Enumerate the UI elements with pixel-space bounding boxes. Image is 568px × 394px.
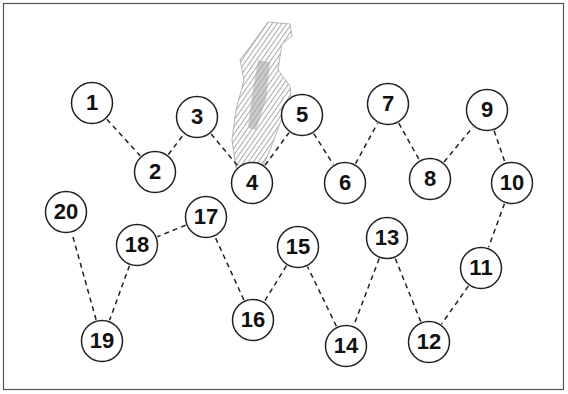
dot-number: 18 — [125, 234, 149, 256]
circle-shape — [232, 163, 273, 204]
number-circle: 2 — [133, 150, 177, 194]
dashed-connector — [308, 267, 337, 326]
dashed-connector — [215, 237, 244, 300]
dot-number: 15 — [286, 236, 310, 258]
number-circle: 4 — [230, 161, 274, 205]
number-circle: 15 — [276, 225, 320, 269]
number-circle: 7 — [366, 82, 410, 126]
number-circle: 19 — [80, 319, 124, 363]
dashed-connector — [72, 233, 96, 320]
number-circle: 17 — [184, 195, 228, 239]
dot-number: 8 — [424, 168, 436, 190]
circle-shape — [282, 95, 323, 136]
circle-shape — [368, 84, 409, 125]
dot-number: 16 — [241, 309, 265, 331]
circle-shape — [410, 159, 451, 200]
number-circle: 14 — [324, 324, 368, 368]
circle-shape — [82, 321, 123, 362]
number-circle: 18 — [115, 223, 159, 267]
dashed-connector — [444, 127, 473, 162]
dot-number: 9 — [481, 99, 493, 121]
dashed-connector — [399, 123, 420, 160]
dot-number: 6 — [339, 172, 351, 194]
dashed-connector — [354, 259, 379, 326]
circle-shape — [135, 152, 176, 193]
dashed-connector — [211, 134, 238, 166]
number-circle: 12 — [407, 320, 451, 364]
sketch-illustration — [232, 22, 292, 168]
circle-shape — [409, 322, 450, 363]
dot-number: 2 — [149, 161, 161, 183]
number-circle: 11 — [459, 246, 503, 290]
dot-number: 13 — [375, 227, 399, 249]
number-circle: 6 — [323, 161, 367, 205]
number-circle: 13 — [365, 216, 409, 260]
dot-number: 19 — [90, 330, 114, 352]
dashed-connector — [314, 134, 333, 165]
dot-number: 11 — [469, 257, 492, 279]
circle-shape — [46, 192, 87, 233]
circle-shape — [467, 90, 508, 131]
circle-shape — [325, 163, 366, 204]
dashed-connector — [395, 258, 421, 321]
number-circle: 8 — [408, 157, 452, 201]
dot-number: 14 — [334, 335, 358, 357]
dot-number: 10 — [500, 172, 524, 194]
number-circle: 5 — [280, 93, 324, 137]
circle-shape — [186, 197, 227, 238]
dashed-connector — [494, 131, 505, 162]
dot-number: 4 — [246, 172, 258, 194]
number-circle: 10 — [490, 161, 534, 205]
dashed-connector — [168, 134, 183, 154]
picture-frame — [4, 4, 564, 390]
dashed-connector — [489, 204, 505, 248]
dot-number: 1 — [86, 92, 98, 114]
dot-number: 7 — [382, 93, 394, 115]
circle-shape — [117, 225, 158, 266]
circle-shape — [492, 163, 533, 204]
dashed-connector — [265, 266, 287, 302]
number-circle: 9 — [465, 88, 509, 132]
circle-shape — [461, 248, 502, 289]
dot-number: 20 — [54, 201, 78, 223]
circle-shape — [233, 300, 274, 341]
dashed-connector — [157, 225, 185, 236]
dot-number: 12 — [417, 331, 441, 353]
circle-shape — [177, 97, 218, 138]
dashed-connector — [442, 286, 469, 324]
dot-number: 5 — [296, 104, 308, 126]
dashed-connector — [356, 123, 378, 163]
circle-shape — [367, 218, 408, 259]
sketch-shading — [248, 60, 270, 130]
number-circle: 1 — [70, 81, 114, 125]
circle-shape — [326, 326, 367, 367]
dashed-connector — [107, 119, 140, 156]
dashed-connector — [110, 266, 130, 321]
circle-shape — [72, 83, 113, 124]
dashed-connector — [265, 133, 289, 166]
dot-number: 3 — [191, 106, 203, 128]
number-circle: 20 — [44, 190, 88, 234]
circle-shape — [278, 227, 319, 268]
number-circle: 3 — [175, 95, 219, 139]
number-circle: 16 — [231, 298, 275, 342]
dot-number: 17 — [194, 206, 218, 228]
